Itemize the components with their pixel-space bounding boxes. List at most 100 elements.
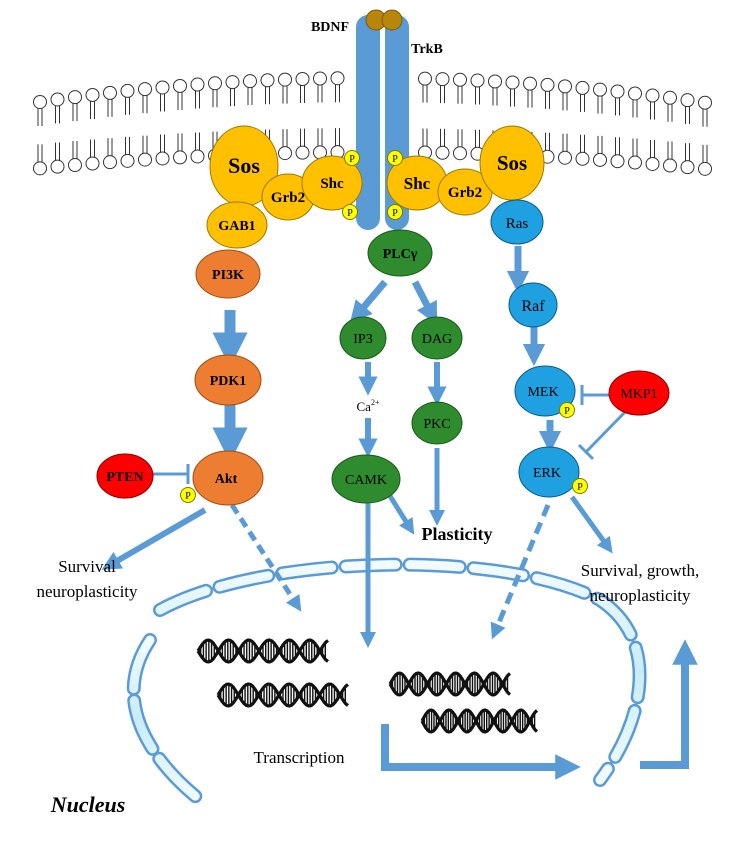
plc-pathway-nodes (331, 229, 463, 504)
ras-label: Ras (506, 216, 529, 232)
shc-left-node (301, 155, 363, 211)
plasticity-label: Plasticity (422, 524, 493, 544)
lipid (435, 72, 450, 160)
dna-helix (196, 638, 329, 664)
lipid (120, 83, 135, 168)
lipid (453, 72, 467, 161)
gab1-node (206, 201, 268, 249)
mapk-pathway-nodes (490, 199, 580, 498)
lipid (330, 71, 345, 160)
sos-left-label: Sos (228, 153, 260, 178)
lipid (85, 87, 100, 171)
lipid (50, 92, 65, 174)
lipid (295, 72, 310, 160)
camk-label: CAMK (345, 473, 387, 488)
ras-node (490, 199, 544, 245)
bdnf-ligand (365, 9, 403, 31)
erk-label: ERK (533, 466, 561, 481)
lipid (313, 71, 327, 160)
pi3k-node (195, 249, 261, 299)
phospho-label: P (392, 208, 398, 219)
phospho-marker: P (180, 487, 196, 503)
akt-label: Akt (215, 472, 238, 487)
akt-node (192, 450, 264, 506)
arrow-akt-survival (101, 507, 207, 570)
inhibitor-nodes (96, 370, 670, 499)
raf-node (508, 282, 558, 328)
node-labels: Sos Grb2 Shc GAB1 Shc Grb2 Sos PI3K PDK1… (106, 151, 657, 488)
transcription-label: Transcription (254, 748, 345, 767)
lipid (470, 73, 485, 161)
mek-label: MEK (527, 385, 558, 400)
lipid (575, 80, 590, 166)
lipid (190, 77, 205, 164)
survival-right-line-1: Survival, growth, (581, 561, 700, 580)
dag-label: DAG (422, 332, 452, 347)
gab1-label: GAB1 (218, 219, 255, 234)
lipid (68, 90, 82, 173)
pdk1-node (194, 354, 262, 406)
pi3k-label: PI3K (212, 268, 244, 283)
trkb-label: TrkB (411, 42, 443, 57)
erk-node (518, 446, 580, 498)
bdnf-label: BDNF (311, 20, 349, 35)
ip3-label: IP3 (353, 332, 372, 347)
arrow-nucleus-output (640, 639, 698, 769)
arrow-plcg-dag (411, 280, 438, 325)
mkp1-node (608, 370, 670, 416)
pdk1-label: PDK1 (210, 374, 247, 389)
plcg-node (367, 229, 433, 277)
phospho-label: P (185, 491, 191, 502)
arrow-erk-survival (569, 495, 613, 554)
camk-node (331, 454, 401, 504)
nucleus-label: Nucleus (50, 792, 126, 817)
lipid (628, 86, 642, 170)
arrow-erk-nucleus (490, 504, 551, 640)
lipid (155, 80, 170, 166)
phospho-marker: P (559, 402, 575, 418)
lipid (540, 77, 555, 164)
dag-node (411, 316, 463, 360)
pkc-label: PKC (423, 417, 450, 432)
lipid (680, 93, 695, 175)
grb2-right-label: Grb2 (448, 185, 482, 201)
lipid (103, 85, 117, 170)
adaptor-proteins (206, 125, 545, 249)
nuclear-envelope (126, 557, 647, 807)
phospho-label: P (347, 208, 353, 219)
pten-label: PTEN (106, 470, 143, 485)
phospho-marker: P (344, 150, 360, 166)
phospho-marker: P (572, 478, 588, 494)
lipid (698, 95, 712, 176)
inhibit-mkp1-erk (584, 410, 627, 454)
calcium-label: Ca2+ (357, 398, 380, 414)
raf-label: Raf (521, 298, 545, 315)
lipid (173, 78, 187, 165)
arrow-transcription (381, 724, 581, 780)
dna-helix (420, 708, 539, 734)
sos-right-label: Sos (497, 151, 527, 175)
dna-helix (388, 671, 512, 697)
shc-right-label: Shc (404, 174, 431, 193)
pkc-node (411, 401, 463, 445)
phospho-label: P (564, 406, 570, 417)
arrow-akt-nucleus (229, 503, 302, 612)
inhibition-lines (150, 385, 627, 484)
mek-node (514, 365, 576, 417)
pten-node (96, 453, 154, 499)
phospho-label: P (349, 154, 355, 165)
phospho-label: P (577, 482, 583, 493)
survival-left-line-2: neuroplasticity (36, 582, 138, 601)
shc-left-label: Shc (320, 176, 344, 192)
survival-right-line-2: neuroplasticity (589, 586, 691, 605)
lipid (138, 82, 152, 167)
lipid (33, 94, 47, 176)
ip3-node (339, 316, 387, 360)
lipid (278, 72, 292, 161)
lipid (610, 84, 625, 169)
plcg-label: PLCγ (383, 247, 418, 262)
lipid (558, 79, 572, 165)
trkb-left-chain (356, 15, 380, 230)
